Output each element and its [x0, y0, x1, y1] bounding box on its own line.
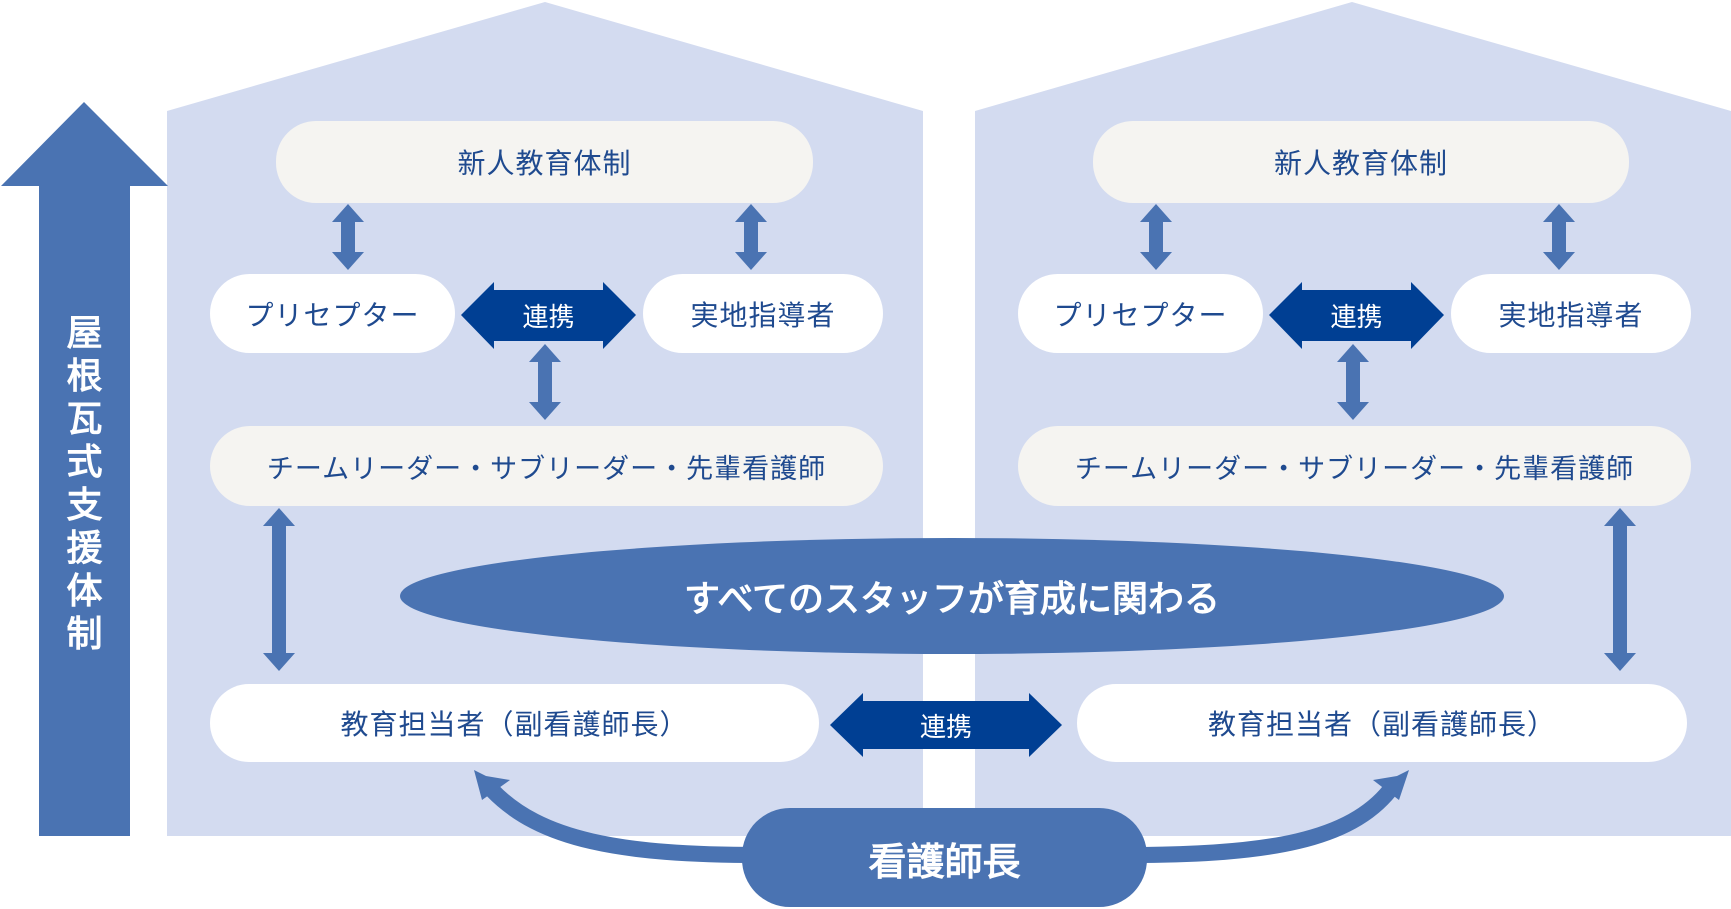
link-arrow-bottom	[830, 693, 1062, 757]
preceptor-pill: プリセプター	[210, 274, 455, 353]
curved-arrow-left	[486, 784, 761, 863]
pill-text: プリセプター	[1053, 298, 1228, 332]
pill-text: プリセプター	[245, 298, 420, 332]
label-char: 根	[66, 356, 103, 397]
new-staff-education-pill: 新人教育体制	[276, 121, 813, 203]
curved-arrow-left-head	[474, 770, 510, 800]
double-arrow-icon	[1337, 344, 1369, 420]
link-arrow-left-house	[461, 282, 636, 349]
link-arrow-right-house	[1269, 282, 1444, 349]
pill-text: 教育担当者（副看護師長）	[340, 708, 689, 741]
pill-text: 教育担当者（副看護師長）	[1207, 708, 1556, 741]
center-ellipse-label: すべてのスタッフが育成に関わる	[683, 579, 1221, 620]
education-officer-pill: 教育担当者（副看護師長）	[210, 684, 819, 762]
link-label: 連携	[1330, 303, 1383, 333]
practical-instructor-pill: 実地指導者	[1451, 274, 1691, 353]
double-arrow-icon	[735, 204, 767, 270]
team-leader-pill: チームリーダー・サブリーダー・先輩看護師	[1018, 426, 1691, 506]
double-arrow-icon	[1543, 204, 1575, 270]
label-char: 式	[66, 442, 103, 483]
preceptor-pill: プリセプター	[1018, 274, 1263, 353]
double-arrow-icon	[263, 508, 295, 671]
head-nurse-pill	[742, 808, 1147, 907]
pill-text: チームリーダー・サブリーダー・先輩看護師	[1074, 453, 1635, 485]
double-arrow-icon	[332, 204, 364, 270]
link-label: 連携	[522, 303, 575, 333]
pill-text: 新人教育体制	[1273, 147, 1448, 180]
label-char: 屋	[66, 313, 103, 354]
curved-arrow-right-head	[1373, 770, 1409, 800]
new-staff-education-pill: 新人教育体制	[1093, 121, 1629, 203]
head-nurse-label: 看護師長	[868, 839, 1021, 884]
label-char: 制	[66, 614, 103, 655]
double-arrow-icon	[1140, 204, 1172, 270]
pill-text: 実地指導者	[690, 298, 836, 332]
support-system-label: 屋根瓦式支援体制	[39, 312, 130, 656]
practical-instructor-pill: 実地指導者	[643, 274, 883, 353]
bottom-link-label: 連携	[919, 712, 972, 743]
label-char: 援	[66, 528, 103, 569]
education-officer-pill: 教育担当者（副看護師長）	[1077, 684, 1687, 762]
team-leader-pill: チームリーダー・サブリーダー・先輩看護師	[210, 426, 883, 506]
curved-arrow-right	[1129, 784, 1397, 863]
pill-text: 新人教育体制	[457, 147, 632, 180]
double-arrow-icon	[529, 344, 561, 420]
center-ellipse	[400, 538, 1504, 654]
pill-text: 実地指導者	[1498, 298, 1644, 332]
double-arrow-icon	[1604, 508, 1636, 671]
label-char: 瓦	[66, 399, 103, 440]
pill-text: チームリーダー・サブリーダー・先輩看護師	[266, 453, 827, 485]
label-char: 体	[66, 571, 103, 612]
label-char: 支	[66, 485, 103, 526]
hierarchy-up-arrow	[1, 102, 168, 836]
